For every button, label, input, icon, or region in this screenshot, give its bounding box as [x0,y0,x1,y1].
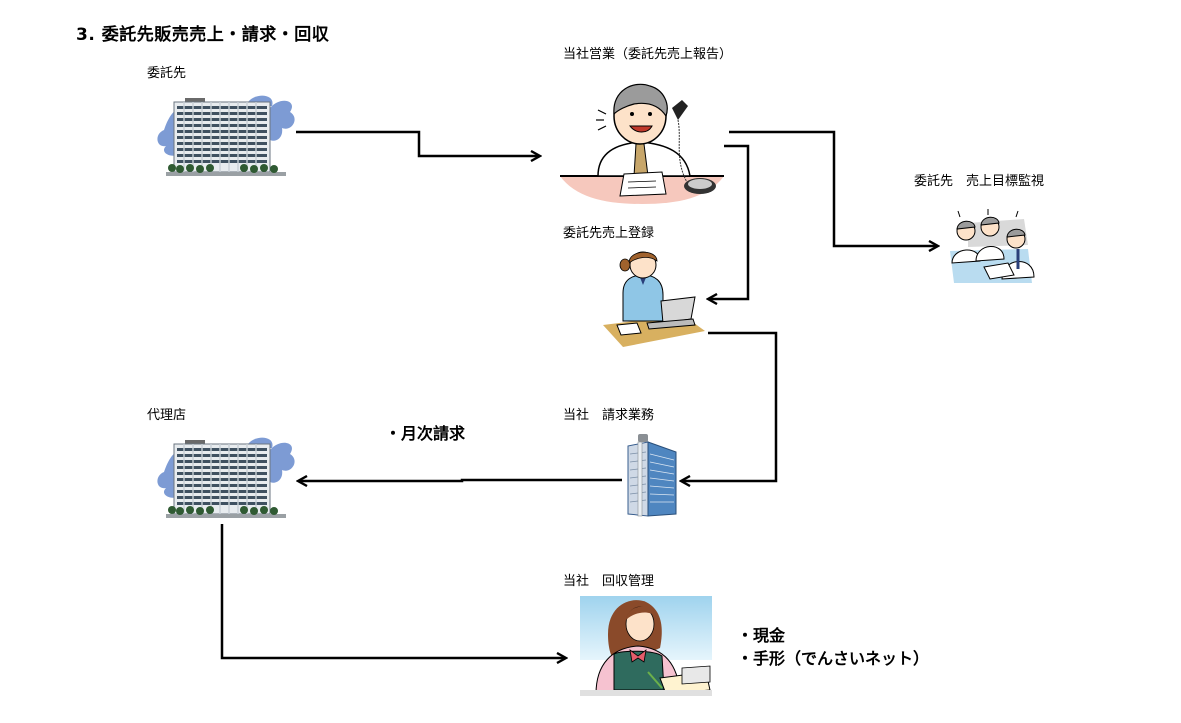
arrow-registration-to-billing [681,331,778,481]
collection-label: 当社 回収管理 [563,574,655,589]
billing-label: 当社 請求業務 [563,408,655,423]
arrow-sales-to-registration [708,144,750,299]
meeting-people-icon [950,209,1035,283]
consignee-building-icon [157,95,295,176]
arrow-agency-to-collection [220,524,566,658]
collection-method-bill: ・手形（でんさいネット） [737,649,930,668]
arrow-consignee-to-sales [296,130,540,156]
company-tower-icon [627,434,677,517]
woman-writing-icon [580,596,712,696]
sales-label: 当社営業（委託先売上報告） [563,47,733,62]
diagram-title: 3. 委託先販売売上・請求・回収 [76,25,330,45]
arrow-sales-to-monitoring [729,130,938,246]
agency-label: 代理店 [147,408,187,423]
monthly-billing-note: ・月次請求 [385,424,466,443]
salesman-on-phone-icon [560,83,724,204]
arrow-billing-to-agency [298,480,622,481]
collection-method-cash: ・現金 [737,626,786,645]
woman-at-laptop-icon [603,251,705,347]
monitoring-label: 委託先 売上目標監視 [914,174,1045,189]
consignee-label: 委託先 [147,66,187,81]
agency-building-icon [157,437,295,518]
registration-label: 委託先売上登録 [563,226,655,241]
